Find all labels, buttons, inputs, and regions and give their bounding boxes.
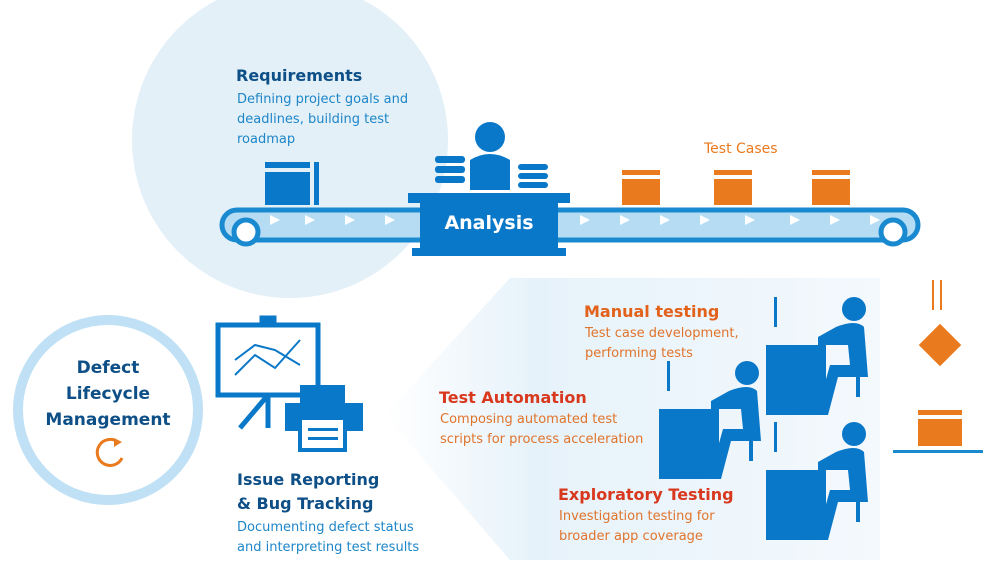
title-line: Management xyxy=(45,410,171,430)
desc-line: scripts for process acceleration xyxy=(440,432,644,447)
wheel-icon xyxy=(231,217,261,247)
exploratory-desc: Investigation testing for broader app co… xyxy=(559,507,715,547)
desc-line: Documenting defect status xyxy=(237,520,414,535)
desc-line: Test case development, xyxy=(585,326,739,341)
title-line: Lifecycle xyxy=(65,384,151,404)
desc-line: Defining project goals and xyxy=(237,92,409,107)
exploratory-title: Exploratory Testing xyxy=(558,485,734,504)
defect-lifecycle-circle xyxy=(13,315,203,505)
conveyor-belt xyxy=(219,207,921,247)
wheel-icon xyxy=(878,217,908,247)
requirements-title: Requirements xyxy=(236,66,363,85)
desc-line: roadmap xyxy=(237,132,296,147)
printer-icon xyxy=(285,385,363,452)
requirements-box-icon xyxy=(265,162,319,205)
analysis-label: Analysis xyxy=(444,212,534,234)
manual-desc: Test case development, performing tests xyxy=(585,324,739,364)
tester-icons xyxy=(659,297,868,540)
desc-line: broader app coverage xyxy=(559,529,703,544)
falling-box-icon xyxy=(918,280,962,446)
test-cases-label: Test Cases xyxy=(704,141,778,157)
title-line: Defect xyxy=(76,358,140,378)
issue-title: Issue Reporting & Bug Tracking xyxy=(237,468,379,516)
title-line: & Bug Tracking xyxy=(237,494,374,513)
automation-desc: Composing automated test scripts for pro… xyxy=(440,410,643,450)
automation-title: Test Automation xyxy=(439,388,587,407)
manual-title: Manual testing xyxy=(584,302,720,321)
defect-lifecycle-title: Defect Lifecycle Management xyxy=(28,355,188,433)
analyst-desk-icon xyxy=(408,122,570,256)
desc-line: deadlines, building test xyxy=(237,112,390,127)
desc-line: Investigation testing for xyxy=(559,509,715,524)
desc-line: Composing automated test xyxy=(440,412,618,427)
testing-chevron xyxy=(385,278,880,560)
issue-desc: Documenting defect status and interpreti… xyxy=(237,518,419,558)
chart-board-icon xyxy=(215,315,321,430)
desc-line: performing tests xyxy=(585,346,693,361)
refresh-icon xyxy=(95,437,124,467)
requirements-desc: Defining project goals and deadlines, bu… xyxy=(237,90,408,150)
desc-line: and interpreting test results xyxy=(237,540,420,555)
test-case-boxes xyxy=(622,170,850,205)
output-line xyxy=(893,450,983,453)
title-line: Issue Reporting xyxy=(237,470,380,489)
